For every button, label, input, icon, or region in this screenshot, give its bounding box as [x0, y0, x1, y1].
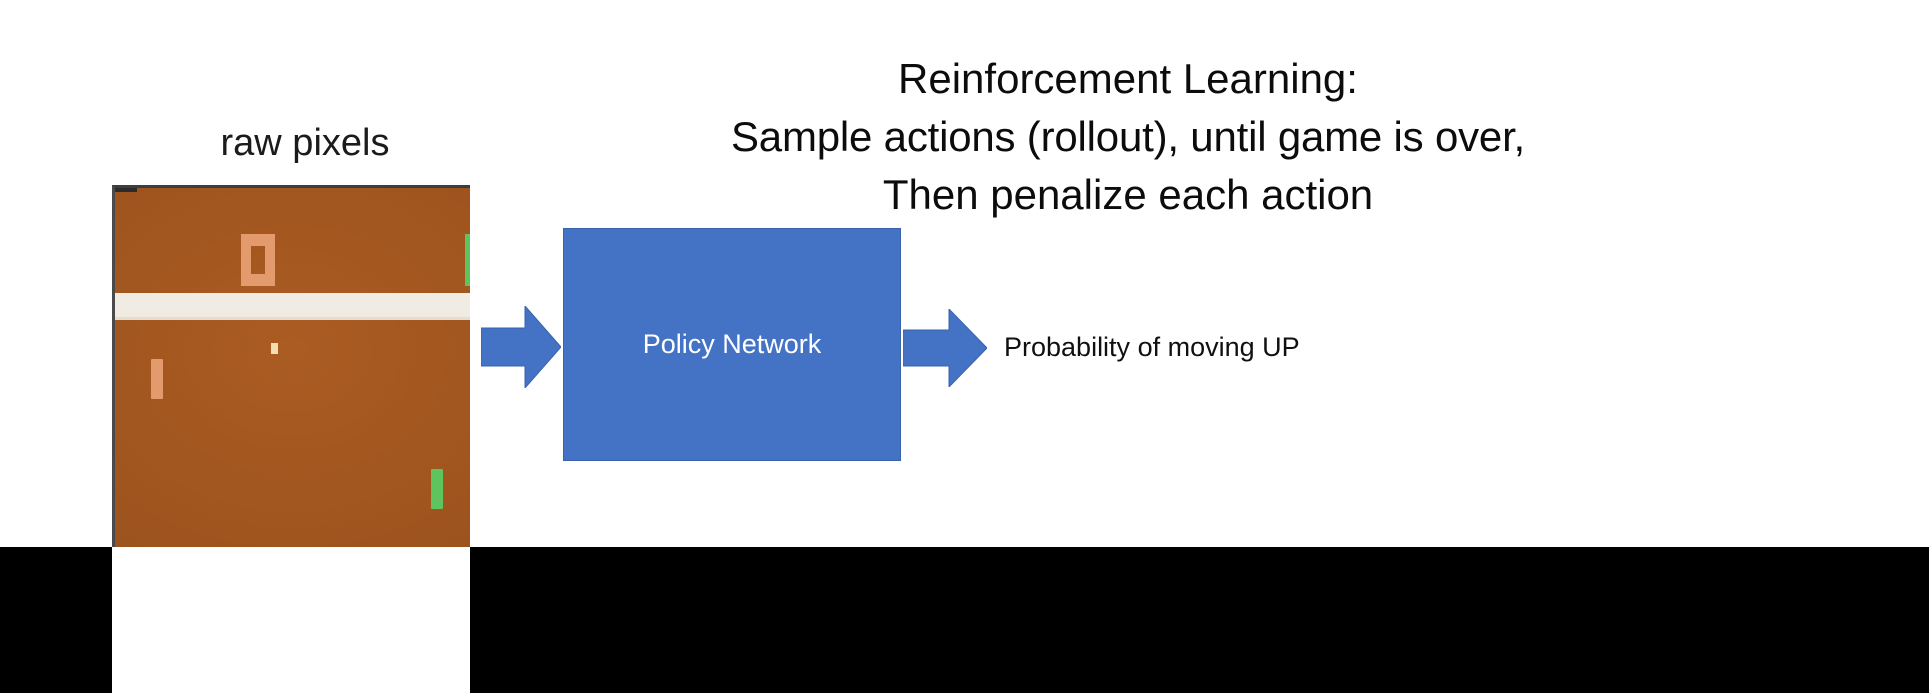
slide-heading: Reinforcement Learning: Sample actions (…: [628, 50, 1628, 224]
score-digit-glyph: [465, 234, 470, 286]
score-left-player: [241, 234, 275, 286]
right-arrow-icon: [481, 306, 561, 388]
output-probability-label: Probability of moving UP: [1004, 332, 1300, 362]
orange-paddle-sprite: [151, 359, 163, 399]
score-digit-glyph: [241, 234, 275, 286]
score-right-player: [465, 234, 470, 286]
letterbox-bar-left: [0, 547, 112, 693]
policy-network-block[interactable]: Policy Network: [563, 228, 901, 461]
letterbox-bar-right: [470, 547, 1929, 693]
pong-ball-sprite: [271, 343, 278, 354]
policy-network-label: Policy Network: [642, 329, 822, 359]
pong-game-screen: [112, 185, 470, 547]
heading-line-1: Reinforcement Learning:: [898, 55, 1358, 102]
playfield-divider-band: [115, 293, 470, 320]
heading-line-3: Then penalize each action: [882, 170, 1374, 218]
right-arrow-icon: [903, 309, 987, 387]
heading-line-2: Sample actions (rollout), until game is …: [730, 112, 1526, 160]
raw-pixels-caption: raw pixels: [220, 122, 390, 164]
pong-playfield: [115, 188, 470, 547]
green-paddle-sprite: [431, 469, 443, 509]
screen-corner-nub: [115, 188, 137, 192]
